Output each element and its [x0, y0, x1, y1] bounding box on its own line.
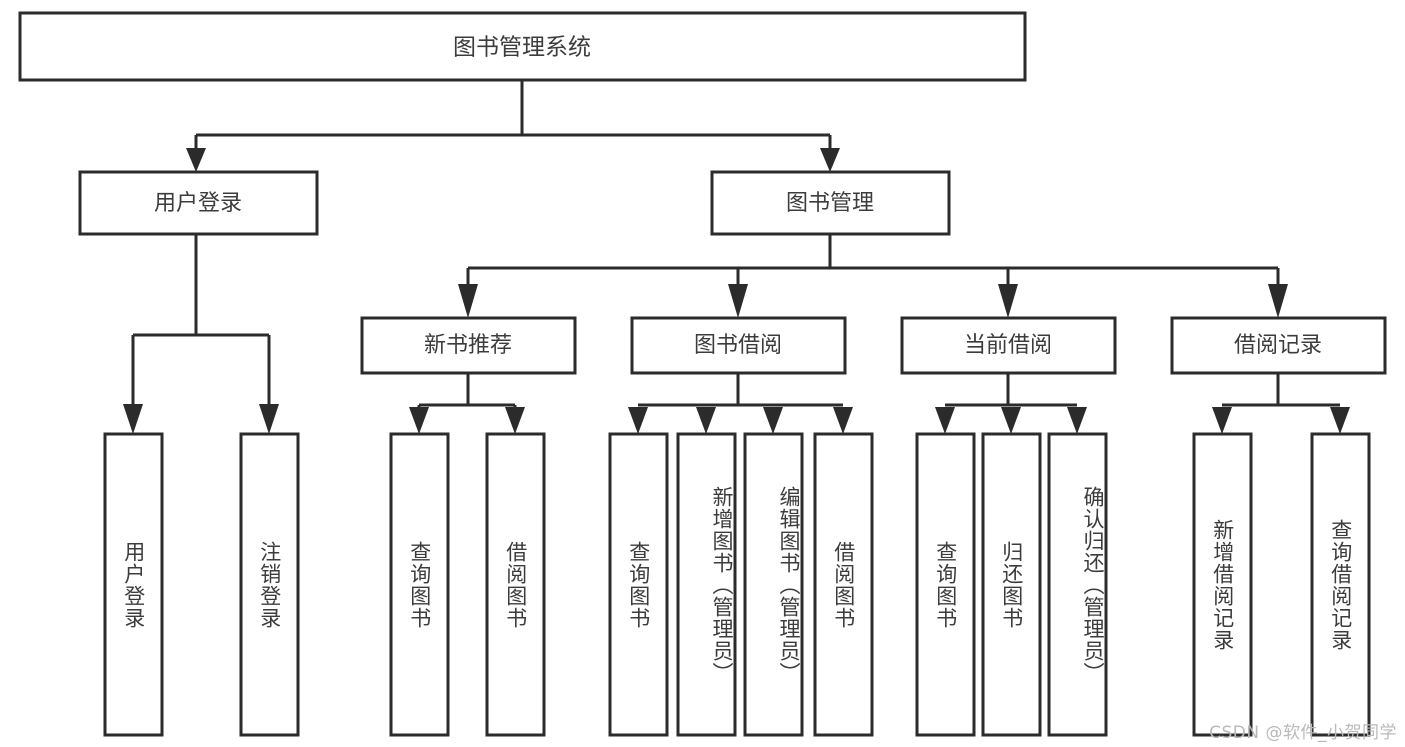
leaf-box-borrow-record-2[interactable]: [1310, 432, 1371, 737]
leaf-box-current-borrow-3[interactable]: [1047, 432, 1108, 737]
node-current-borrow-label: 当前借阅: [964, 333, 1052, 358]
node-new-book-recommend[interactable]: 新书推荐: [360, 316, 577, 375]
node-current-borrow[interactable]: 当前借阅: [900, 316, 1117, 375]
node-borrow-record-label: 借阅记录: [1234, 333, 1322, 358]
leaf-box-user-login-2[interactable]: [239, 432, 300, 737]
arrow-head-nb-leaf-1: [409, 407, 429, 434]
node-root-system-label: 图书管理系统: [453, 35, 591, 61]
node-new-book-recommend-label: 新书推荐: [424, 333, 512, 358]
leaf-box-book-borrow-4[interactable]: [813, 432, 874, 737]
arrow-head-cb-leaf-3: [1067, 407, 1087, 434]
node-current-borrow-box[interactable]: [900, 316, 1117, 375]
leaf-box-book-borrow-1[interactable]: [608, 432, 669, 737]
arrow-head-bb-leaf-3: [763, 407, 783, 434]
node-book-manage-label: 图书管理: [786, 191, 874, 216]
node-borrow-record-box[interactable]: [1170, 316, 1387, 375]
arrow-head-new-book: [458, 284, 478, 318]
arrow-head-current-borrow: [998, 284, 1018, 318]
leaf-box-new-book-1[interactable]: [389, 432, 450, 737]
leaf-box-current-borrow-2[interactable]: [981, 432, 1042, 737]
node-borrow-record[interactable]: 借阅记录: [1170, 316, 1387, 375]
arrow-head-book-manage: [820, 148, 840, 172]
leaf-box-book-borrow-2[interactable]: [676, 432, 737, 737]
leaf-box-book-borrow-3[interactable]: [743, 432, 804, 737]
node-user-login-box[interactable]: [78, 170, 319, 236]
connector-group-borrowrecord-leaves: [1212, 373, 1350, 434]
arrow-head-bb-leaf-2: [696, 407, 716, 434]
leaf-box-new-book-2[interactable]: [485, 432, 546, 737]
arrow-head-borrow-record: [1268, 284, 1288, 318]
node-user-login[interactable]: 用户登录: [78, 170, 319, 236]
connector-group-root-to-level2: [186, 80, 840, 172]
connector-group-currentborrow-leaves: [935, 373, 1087, 434]
arrow-head-bb-leaf-1: [628, 407, 648, 434]
leaf-box-user-login-1[interactable]: [103, 432, 164, 737]
arrow-head-br-leaf-2: [1330, 407, 1350, 434]
connector-group-book-manage-to-level3: [458, 234, 1288, 318]
node-user-login-label: 用户登录: [154, 191, 242, 216]
node-root-system-box[interactable]: [18, 11, 1027, 82]
connector-group-bookborrow-leaves: [628, 373, 853, 434]
node-book-borrow[interactable]: 图书借阅: [630, 316, 847, 375]
leaf-box-current-borrow-1[interactable]: [915, 432, 976, 737]
node-book-manage-box[interactable]: [710, 170, 951, 236]
connector-group-newbook-leaves: [409, 373, 525, 434]
node-root-system[interactable]: 图书管理系统: [18, 11, 1027, 82]
arrow-head-user-login: [186, 148, 206, 172]
arrow-head-book-borrow: [728, 284, 748, 318]
watermark-text: CSDN @软件_小贺同学: [1209, 723, 1397, 743]
connector-group-userlogin-leaves: [123, 234, 279, 434]
arrow-head-nb-leaf-2: [505, 407, 525, 434]
node-book-borrow-box[interactable]: [630, 316, 847, 375]
arrow-head-bb-leaf-4: [833, 407, 853, 434]
arrow-head-cb-leaf-2: [1001, 407, 1021, 434]
arrow-head-ul-leaf-2: [259, 404, 279, 434]
node-book-manage[interactable]: 图书管理: [710, 170, 951, 236]
node-new-book-recommend-box[interactable]: [360, 316, 577, 375]
arrow-head-ul-leaf-1: [123, 404, 143, 434]
node-book-borrow-label: 图书借阅: [694, 333, 782, 358]
arrow-head-br-leaf-1: [1212, 407, 1232, 434]
leaf-box-borrow-record-1[interactable]: [1192, 432, 1253, 737]
arrow-head-cb-leaf-1: [935, 407, 955, 434]
